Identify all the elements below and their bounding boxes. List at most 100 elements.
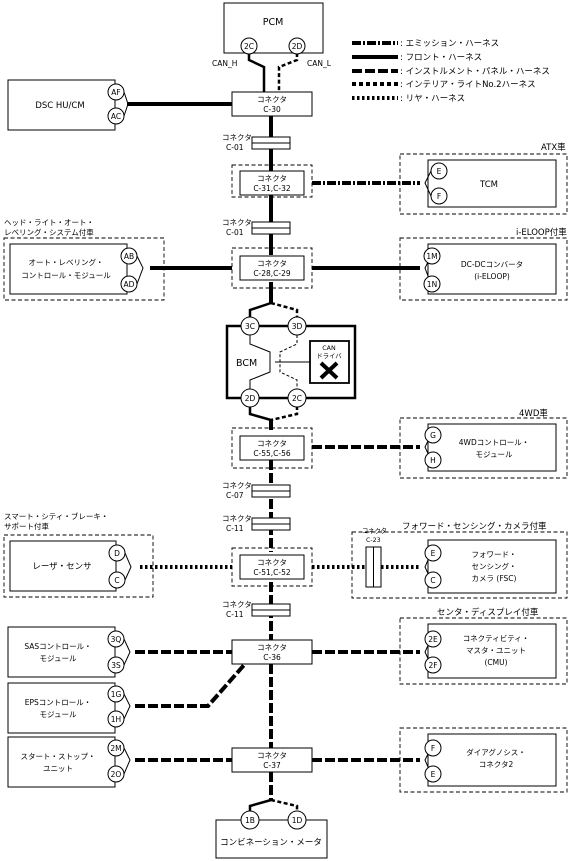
atx-group-label: ATX車: [541, 142, 566, 153]
fsc-group-label: フォワード・センシング・カメラ付車: [402, 521, 547, 532]
dlc-pin-f: [424, 739, 442, 757]
connector-c36-title: コネクタ: [257, 643, 287, 652]
startstop-name-2: ユニット: [43, 764, 73, 773]
dlc-pin-e-label: E: [431, 770, 436, 779]
sas-pin-3s-label: 3S: [111, 661, 121, 670]
connector-c55-title: コネクタ: [257, 439, 287, 448]
connector-c23-id: C-23: [366, 537, 381, 544]
dsc-pin-af-label: AF: [111, 88, 120, 97]
eps-name-1: EPSコントロール・: [25, 698, 92, 707]
dlc-pin-f-label: F: [431, 744, 435, 753]
can-driver-label-1: CAN: [322, 345, 336, 352]
connector-c55-id: C-55,C-56: [253, 449, 291, 458]
connector-c11a-id: C-11: [226, 524, 244, 533]
connector-c11a-title: コネクタ: [222, 514, 252, 523]
connector-c01a-id: C-01: [226, 143, 244, 152]
laser-pin-c-label: C: [114, 576, 119, 585]
cmu-pin-2e: [424, 630, 442, 648]
sas-module: SASコントロール・ モジュール 3Q 3S: [7, 626, 131, 678]
cmu-group-label: センタ・ディスプレイ付車: [437, 607, 539, 618]
dlc-group: ダイアグノシス・ コネクタ2 F E: [399, 727, 568, 793]
wire-eps: [135, 662, 247, 708]
wire-bcm-out-l: [270, 406, 299, 422]
fsc-name-2: センシング・: [472, 561, 517, 571]
cmu-pin-2e-label: 2E: [428, 635, 438, 644]
dsc-label: DSC HU/CM: [35, 101, 84, 111]
eps-pin-1h-label: 1H: [111, 715, 121, 724]
connector-c11a: コネクタ C-11: [222, 514, 291, 533]
leveling-group-label-2: レベリング・システム付車: [4, 227, 94, 237]
bcm-pin-2d-label: 2D: [245, 394, 256, 403]
connector-c28: コネクタ C-28,C-29: [231, 247, 313, 289]
tcm-pin-e: [430, 162, 448, 180]
wires: [127, 53, 420, 812]
meter-pin-1b: [240, 810, 260, 830]
pcm-module: PCM 2C 2D CAN_H CAN_L: [212, 2, 332, 68]
4wd-pin-h: [424, 451, 442, 469]
connector-c36: コネクタ C-36: [231, 639, 313, 665]
dlc-name-2: コネクタ2: [479, 760, 514, 769]
legend-label-front: : フロント・ハーネス: [400, 53, 482, 63]
meter-module: コンビネーション・メータ 1B 1D: [215, 810, 328, 859]
dsc-module: DSC HU/CM AF AC: [7, 79, 129, 131]
bcm-module: 3C 3D 2D 2C BCM CAN ドライバ: [225, 316, 357, 408]
legend: : エミッション・ハーネス : フロント・ハーネス : インストルメント・パネル…: [352, 39, 550, 104]
connector-c37: コネクタ C-37: [231, 747, 313, 773]
connector-c01b: コネクタ C-01: [222, 218, 291, 237]
tcm-pin-f-label: F: [437, 192, 441, 201]
iloop-name-1: DC-DCコンバータ: [461, 260, 523, 269]
dlc-pin-e: [424, 765, 442, 783]
cmu-name-3: (CMU): [484, 658, 507, 667]
iloop-group-label: i-ELOOP付車: [516, 227, 567, 238]
cmu-pin-2f-label: 2F: [428, 661, 437, 670]
connector-c01a: コネクタ C-01: [222, 133, 291, 152]
connector-c01b-id: C-01: [226, 228, 244, 237]
connector-c01b-title: コネクタ: [222, 218, 252, 227]
connector-c30-title: コネクタ: [257, 95, 287, 104]
meter-pin-1b-label: 1B: [245, 816, 255, 825]
leveling-pin-ad-label: AD: [124, 280, 135, 289]
connector-c11b-id: C-11: [226, 610, 244, 619]
cmu-group: センタ・ディスプレイ付車 コネクティビティ・ マスタ・ユニット (CMU) 2E…: [399, 607, 568, 685]
connector-c07-id: C-07: [226, 491, 244, 500]
leveling-name-1: オート・レベリング・: [29, 257, 104, 267]
4wd-pin-g: [424, 426, 442, 444]
bcm-pin-3d-label: 3D: [292, 322, 303, 331]
sas-pin-3q-label: 3Q: [111, 635, 122, 644]
iloop-group: i-ELOOP付車 DC-DCコンバータ (i-ELOOP) 1M 1N: [399, 227, 568, 301]
4wd-pin-h-label: H: [430, 456, 436, 465]
connector-c07-title: コネクタ: [222, 481, 252, 490]
wire-meter-h: [248, 798, 272, 812]
bcm-pin-3c-label: 3C: [245, 322, 255, 331]
fsc-pin-c-label: C: [430, 576, 435, 585]
connector-c31-title: コネクタ: [257, 174, 287, 183]
scbs-group: スマート・シティ・ブレーキ・ サポート付車 レーザ・センサ D C: [3, 511, 154, 598]
scbs-group-label-1: スマート・シティ・ブレーキ・: [4, 511, 108, 521]
tcm-pin-e-label: E: [437, 167, 442, 176]
wire-bcm-in-h: [248, 301, 272, 318]
eps-module: EPSコントロール・ モジュール 1G 1H: [7, 682, 131, 734]
4wd-group: 4WD車 コネクタ C-55,C-56 4WDコントロール・ モジュール G H: [231, 408, 568, 479]
laser-sensor-label: レーザ・センサ: [32, 562, 91, 572]
iloop-pin-1n-label: 1N: [427, 280, 437, 289]
pcm-pin-2d-label: 2D: [292, 42, 303, 51]
startstop-name-1: スタート・ストップ・: [21, 752, 96, 761]
wire-bcm-in-l: [270, 301, 299, 318]
meter-pin-1d-label: 1D: [292, 816, 303, 825]
sas-name-2: モジュール: [40, 654, 77, 663]
legend-label-rear: : リヤ・ハーネス: [400, 94, 465, 104]
iloop-pin-1n: [423, 275, 441, 293]
can-l-label: CAN_L: [307, 59, 332, 68]
leveling-group-label-1: ヘッド・ライト・オート・: [4, 218, 94, 227]
connector-c37-id: C-37: [263, 761, 281, 770]
4wd-name-1: 4WDコントロール・: [459, 438, 529, 447]
bcm-label: BCM: [236, 358, 257, 369]
dlc-name-1: ダイアグノシス・: [466, 747, 525, 757]
iloop-pin-1m: [423, 247, 441, 265]
legend-label-instrument: : インストルメント・パネル・ハーネス: [400, 67, 550, 77]
eps-name-2: モジュール: [40, 710, 77, 719]
cmu-name-1: コネクティビティ・: [463, 634, 530, 643]
wire-pcm-can-h: [247, 53, 266, 92]
